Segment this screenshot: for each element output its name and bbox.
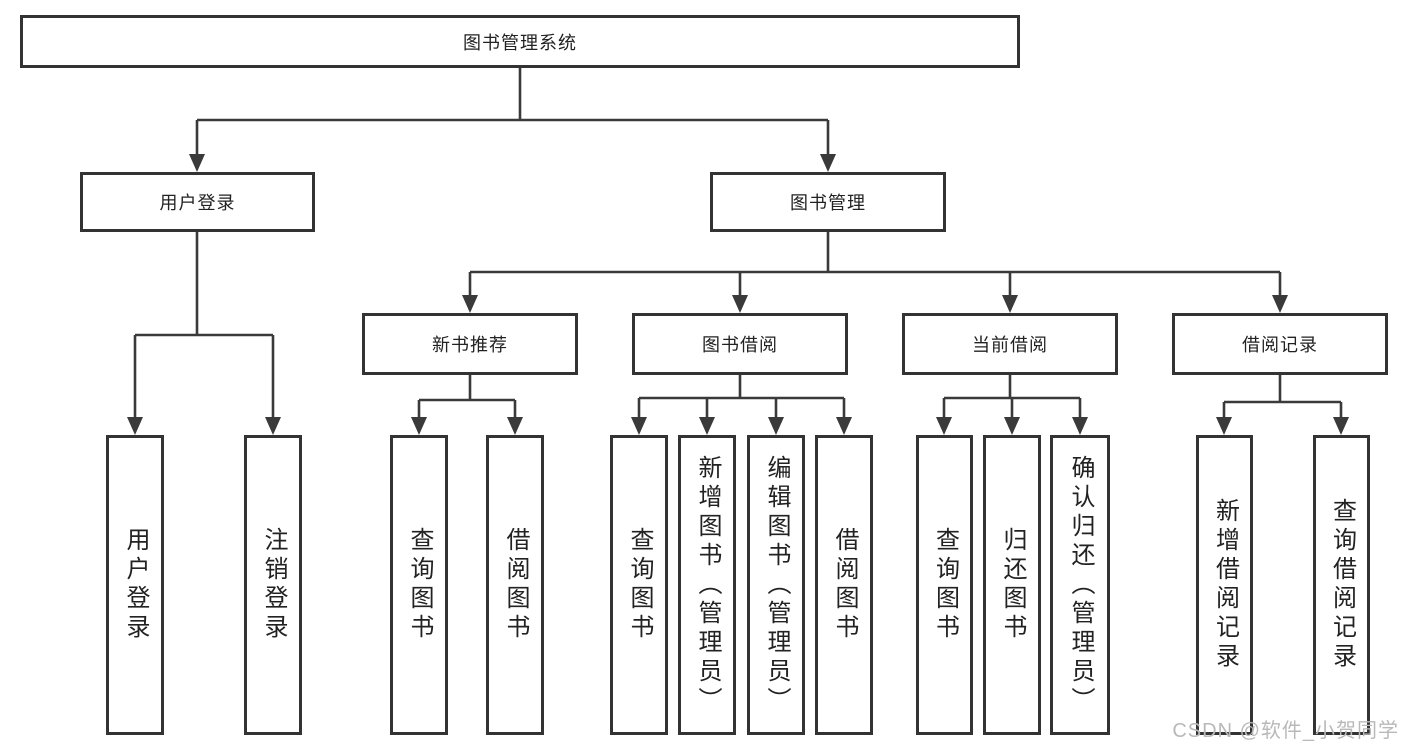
node-label: 图书借阅: [702, 335, 778, 355]
arrowhead-icon: [631, 417, 647, 435]
connector-book-borrow-children: [631, 375, 852, 435]
arrowhead-icon: [936, 417, 952, 435]
connector-new-book-children: [411, 375, 523, 435]
arrowhead-icon: [820, 154, 836, 172]
arrowhead-icon: [411, 417, 427, 435]
leaf-confirm-return-admin: 确认归还（管理员）: [1050, 435, 1110, 735]
leaf-query-books-1: 查询图书: [390, 435, 448, 735]
connector-user-login-children: [127, 232, 281, 435]
arrowhead-icon: [1072, 417, 1088, 435]
node-label: 借阅记录: [1242, 335, 1318, 355]
connector-root-to-branches: [189, 68, 836, 172]
connector-book-management-modules: [462, 232, 1288, 313]
node-label: 借阅图书: [831, 527, 858, 643]
node-label: 图书管理系统: [463, 32, 577, 53]
node-label: 查询图书: [406, 527, 433, 643]
leaf-query-books-2: 查询图书: [610, 435, 668, 735]
arrowhead-icon: [1272, 295, 1288, 313]
node-label: 编辑图书（管理员）: [763, 454, 790, 716]
node-label: 注销登录: [260, 527, 287, 643]
leaf-add-borrow-record: 新增借阅记录: [1196, 435, 1253, 735]
arrowhead-icon: [462, 295, 478, 313]
node-label: 新增图书（管理员）: [694, 454, 721, 716]
node-current-borrow: 当前借阅: [902, 313, 1118, 375]
arrowhead-icon: [768, 417, 784, 435]
node-label: 新书推荐: [432, 335, 508, 355]
arrowhead-icon: [189, 154, 205, 172]
node-book-borrow: 图书借阅: [632, 313, 848, 375]
node-label: 归还图书: [999, 527, 1026, 643]
leaf-logout: 注销登录: [244, 435, 302, 735]
node-label: 查询借阅记录: [1328, 498, 1356, 672]
leaf-borrow-books-2: 借阅图书: [815, 435, 873, 735]
arrowhead-icon: [1004, 417, 1020, 435]
arrowhead-icon: [1002, 295, 1018, 313]
arrowhead-icon: [836, 417, 852, 435]
node-label: 新增借阅记录: [1211, 498, 1239, 672]
arrowhead-icon: [1333, 417, 1349, 435]
arrowhead-icon: [1216, 417, 1232, 435]
leaf-return-book: 归还图书: [983, 435, 1041, 735]
arrowhead-icon: [127, 417, 143, 435]
node-label: 确认归还（管理员）: [1067, 454, 1094, 716]
connector-borrow-records-children: [1216, 375, 1349, 435]
connector-current-borrow-children: [936, 375, 1088, 435]
leaf-user-login: 用户登录: [106, 435, 164, 735]
leaf-query-books-3: 查询图书: [916, 435, 973, 735]
csdn-watermark: CSDN @软件_小贺同学: [1172, 720, 1399, 742]
node-label: 图书管理: [790, 193, 866, 213]
node-user-login: 用户登录: [80, 172, 315, 232]
node-label: 用户登录: [159, 193, 236, 213]
node-label: 查询图书: [931, 527, 959, 643]
arrowhead-icon: [732, 295, 748, 313]
arrowhead-icon: [699, 417, 715, 435]
node-label: 当前借阅: [972, 335, 1048, 355]
node-label: 借阅图书: [502, 527, 529, 643]
node-label: 用户登录: [122, 527, 149, 643]
leaf-query-borrow-record: 查询借阅记录: [1313, 435, 1370, 735]
leaf-borrow-books-1: 借阅图书: [486, 435, 544, 735]
node-label: 查询图书: [626, 527, 653, 643]
leaf-add-book-admin: 新增图书（管理员）: [678, 435, 736, 735]
arrowhead-icon: [265, 417, 281, 435]
arrowhead-icon: [507, 417, 523, 435]
node-borrow-records: 借阅记录: [1172, 313, 1388, 375]
node-new-book-recommend: 新书推荐: [362, 313, 578, 375]
node-root: 图书管理系统: [20, 15, 1020, 68]
node-book-management: 图书管理: [710, 172, 946, 232]
leaf-edit-book-admin: 编辑图书（管理员）: [747, 435, 805, 735]
